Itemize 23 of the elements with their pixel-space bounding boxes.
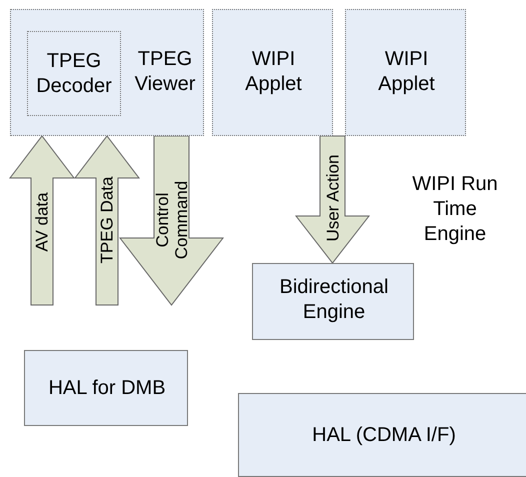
block-arrow bbox=[9, 135, 75, 306]
component-name: TPEG Decoder bbox=[35, 49, 113, 99]
component-box bbox=[212, 9, 333, 136]
component-name: Bidirectional Engine bbox=[278, 275, 390, 325]
component-box bbox=[345, 9, 466, 136]
component-box bbox=[238, 393, 526, 477]
component-box bbox=[252, 263, 414, 340]
component-name: HAL (CDMA I/F) bbox=[311, 423, 457, 448]
component-box bbox=[27, 31, 121, 116]
arrow-label: User Action bbox=[323, 154, 342, 242]
component-name: WIPI Applet bbox=[244, 47, 303, 97]
block-arrow bbox=[74, 135, 140, 306]
component-box bbox=[24, 350, 188, 426]
block-arrow bbox=[294, 136, 370, 264]
component-name: TPEG Viewer bbox=[134, 47, 196, 97]
component-box bbox=[10, 9, 204, 136]
arrow-label: TPEG Data bbox=[98, 176, 116, 264]
component-name: WIPI Applet bbox=[377, 47, 436, 97]
component-name: HAL for DMB bbox=[47, 376, 167, 401]
layer-label: WIPI Run Time Engine bbox=[411, 172, 499, 247]
arrow-label: Control Command bbox=[152, 180, 190, 262]
arrow-label: AV data bbox=[32, 192, 52, 252]
block-arrow bbox=[118, 136, 224, 306]
